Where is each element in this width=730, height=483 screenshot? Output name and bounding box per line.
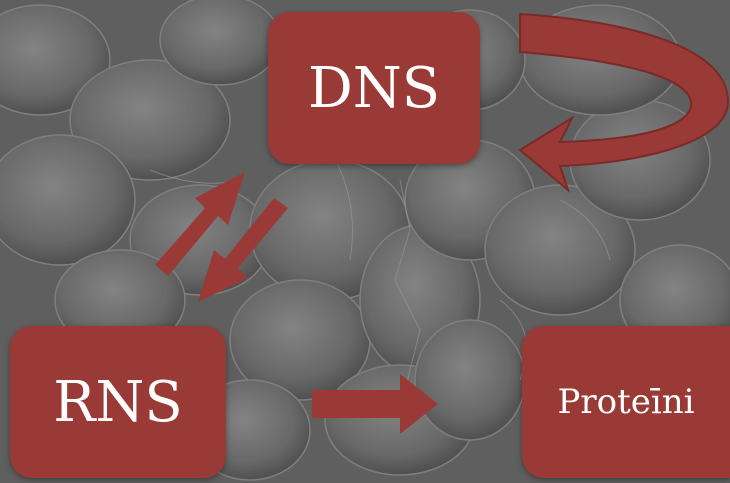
node-proteini-label: Proteīni	[557, 382, 694, 422]
dna-replication-arrow	[520, 14, 728, 190]
node-proteini: Proteīni	[522, 326, 730, 478]
node-rns-label: RNS	[53, 370, 183, 435]
node-rns: RNS	[10, 326, 226, 478]
node-dns: DNS	[268, 12, 480, 164]
rna-to-protein-arrow	[312, 374, 438, 434]
node-dns-label: DNS	[308, 56, 440, 121]
